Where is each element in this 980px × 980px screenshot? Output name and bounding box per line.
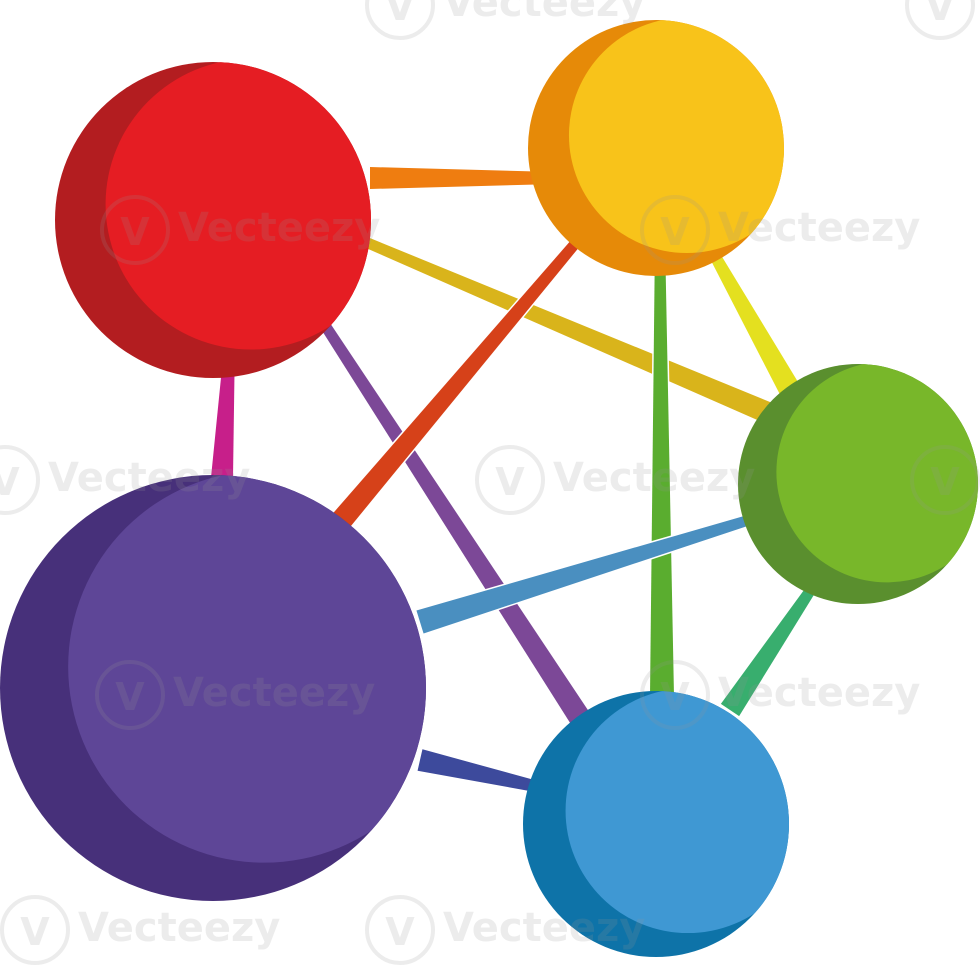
node-purple [0, 475, 426, 901]
node-green [738, 364, 978, 604]
node-yellow [528, 20, 784, 276]
node-blue [523, 691, 789, 957]
node-layer [0, 20, 978, 957]
edge-layer [209, 165, 823, 797]
node-red [55, 62, 371, 378]
edge-yellow-blue [648, 231, 676, 698]
edge-yellow-purple [330, 219, 597, 531]
edge-green-blue [719, 575, 823, 718]
